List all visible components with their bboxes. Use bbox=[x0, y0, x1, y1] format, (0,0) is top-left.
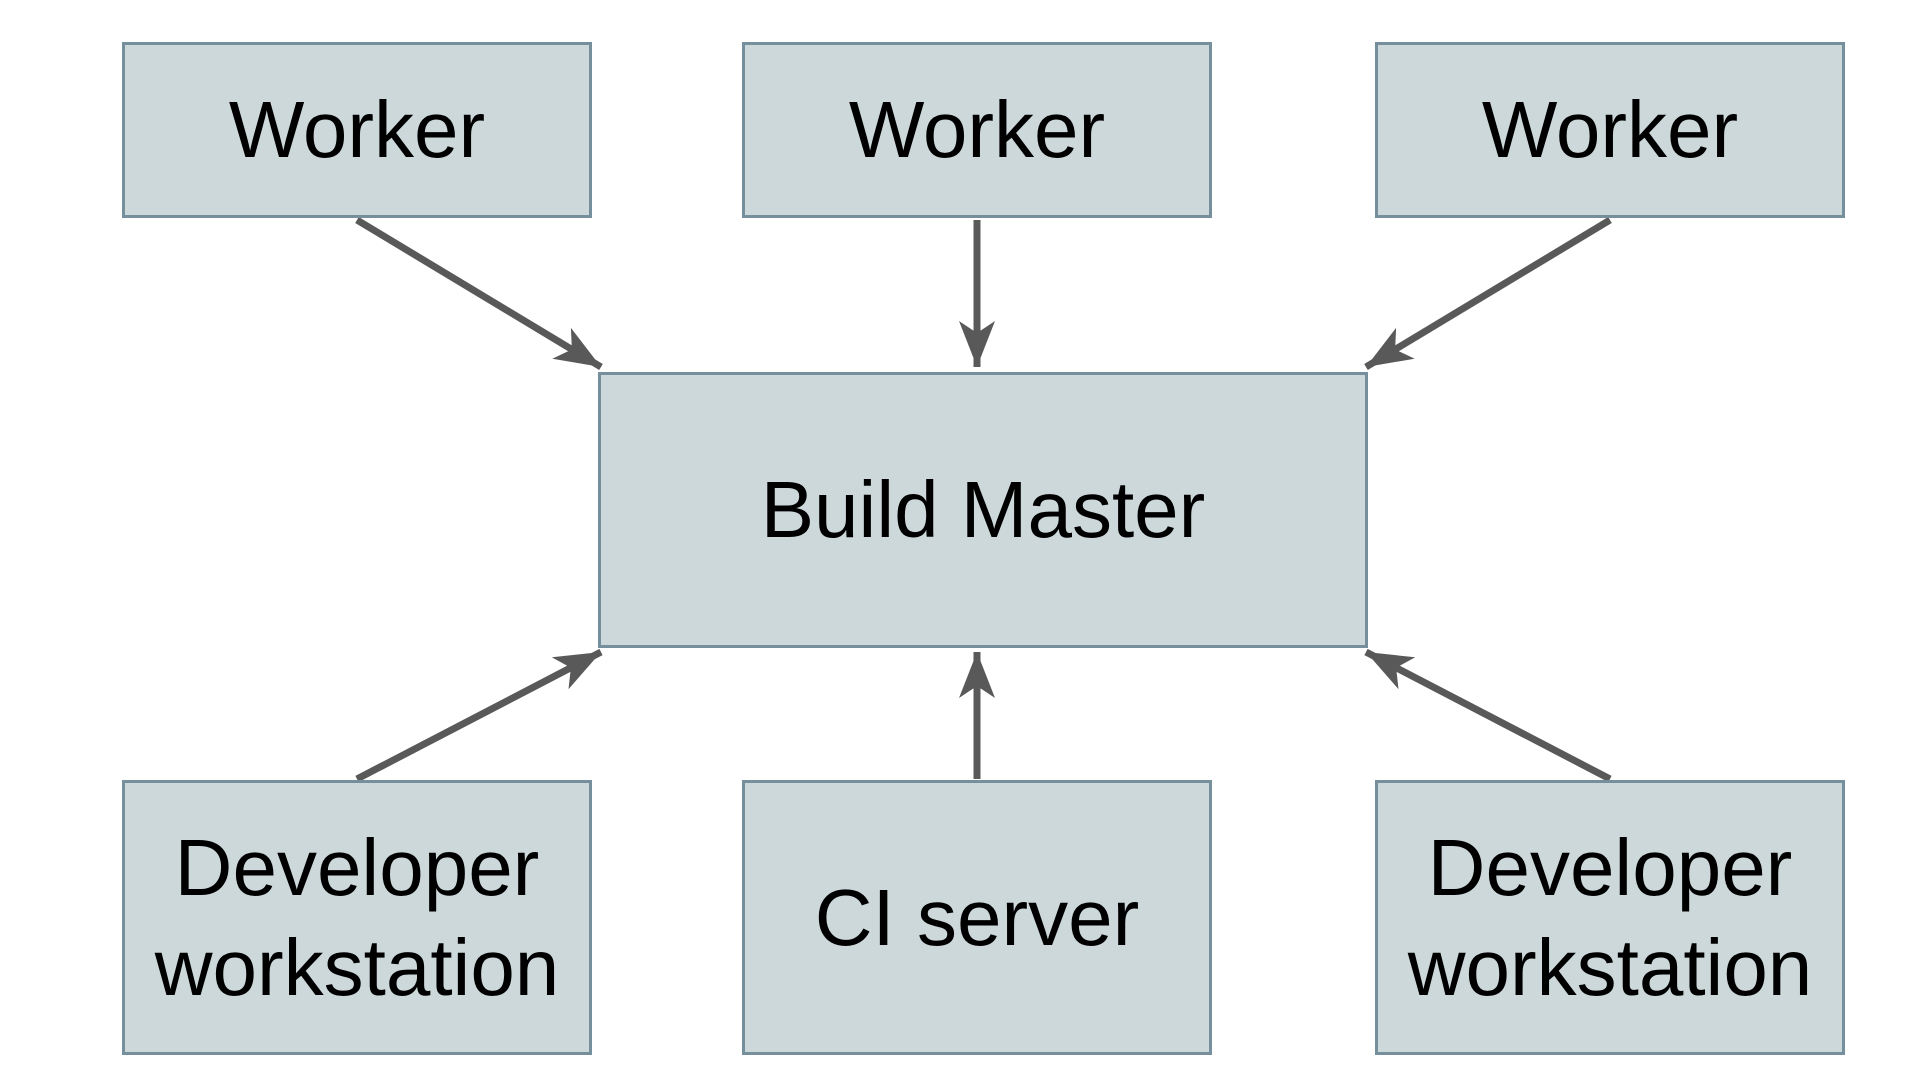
node-developer-workstation-right-label: Developer workstation bbox=[1407, 822, 1813, 1012]
arrow-worker3-to-buildmaster bbox=[1364, 217, 1612, 370]
node-worker-3: Worker bbox=[1375, 42, 1845, 218]
node-worker-1-label: Worker bbox=[228, 85, 486, 174]
node-worker-3-label: Worker bbox=[1481, 85, 1739, 174]
node-worker-1: Worker bbox=[122, 42, 592, 218]
node-ci-server-label: CI server bbox=[814, 872, 1140, 962]
node-ci-server: CI server bbox=[742, 780, 1212, 1055]
node-developer-workstation-left-label: Developer workstation bbox=[154, 822, 560, 1012]
node-developer-workstation-right: Developer workstation bbox=[1375, 780, 1845, 1055]
node-developer-workstation-left: Developer workstation bbox=[122, 780, 592, 1055]
node-build-master-label: Build Master bbox=[760, 465, 1206, 554]
node-worker-2-label: Worker bbox=[848, 85, 1106, 174]
node-build-master: Build Master bbox=[598, 372, 1368, 648]
arrow-devworkstation-right-to-buildmaster bbox=[1364, 648, 1612, 783]
arrow-devworkstation-left-to-buildmaster bbox=[355, 648, 603, 783]
node-worker-2: Worker bbox=[742, 42, 1212, 218]
arrow-worker1-to-buildmaster bbox=[355, 217, 603, 370]
